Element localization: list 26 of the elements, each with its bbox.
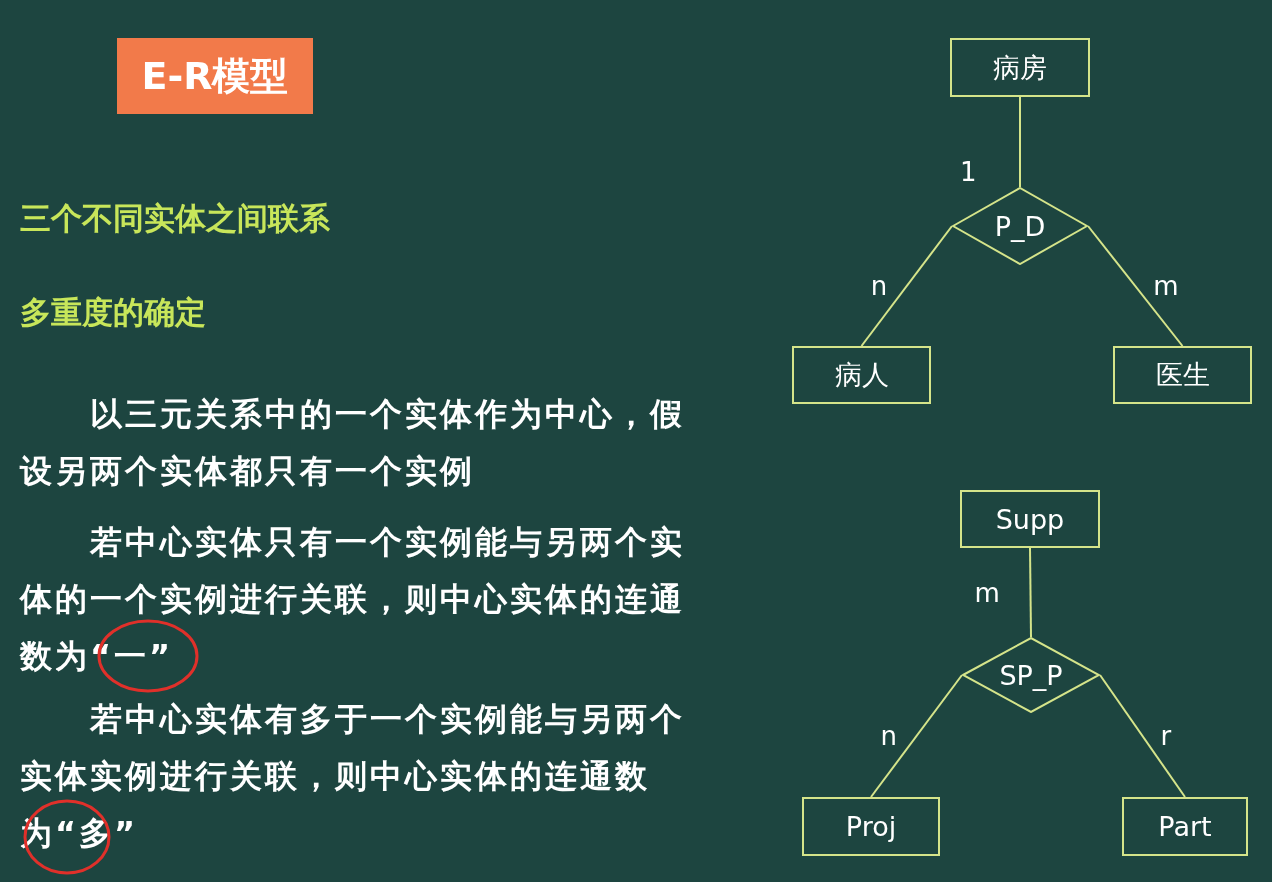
entity-box: [792, 346, 931, 404]
section-heading: 多重度的确定: [20, 293, 206, 332]
entity-name: 医生: [1155, 358, 1210, 392]
paragraph-text: 以三元关系中的一个实体作为中心，假设另两个实体都只有一个实例: [20, 394, 687, 492]
entity-box: [950, 38, 1090, 97]
entity-box: [960, 490, 1100, 548]
connector-line: [1029, 547, 1032, 638]
entity-box: [1113, 346, 1252, 404]
entity-box: [1122, 797, 1248, 856]
entity-name: Proj: [845, 811, 897, 842]
connector-line: [1019, 96, 1021, 188]
entity-box: [802, 797, 940, 856]
connector-line: [1099, 674, 1186, 798]
connector-line: [1087, 225, 1184, 347]
entity-name: P_D: [994, 210, 1046, 242]
section-heading: 三个不同实体之间联系: [20, 199, 330, 238]
connector-line: [860, 225, 953, 347]
title-banner: E-R模型: [117, 38, 313, 114]
connector-line: [870, 674, 963, 798]
entity-name: 病人: [834, 358, 889, 392]
entity-name: SP_P: [999, 659, 1063, 691]
entity-name: 病房: [993, 50, 1047, 85]
entity-name: Supp: [995, 503, 1065, 535]
relationship-diamond: [952, 187, 1088, 265]
entity-name: Part: [1158, 811, 1212, 842]
relationship-diamond: [962, 637, 1100, 713]
